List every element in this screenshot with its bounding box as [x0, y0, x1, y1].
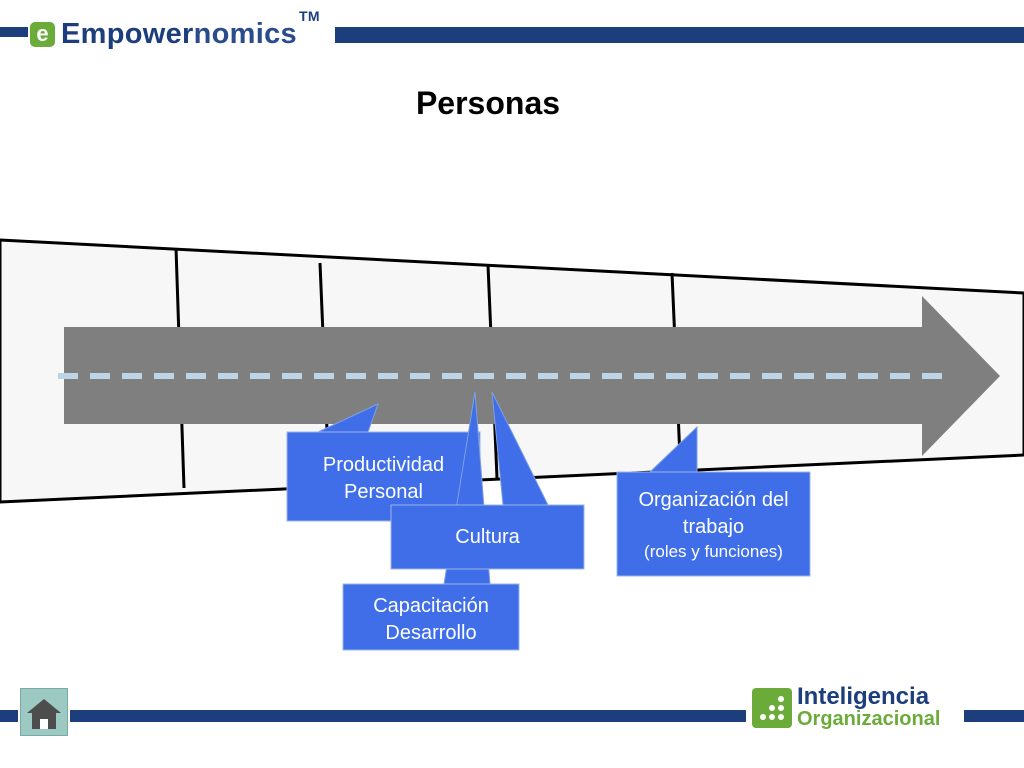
- logo-word-b: nomics: [193, 17, 297, 50]
- home-button[interactable]: [20, 688, 68, 736]
- callout-organizacion: Organización del trabajo (roles y funcio…: [617, 487, 810, 563]
- callout-capacitacion-line2: Desarrollo: [385, 622, 477, 644]
- callout-capacitacion-line1: Capacitación: [373, 595, 489, 617]
- callout-organizacion-line3: (roles y funciones): [644, 542, 783, 561]
- callout-organizacion-line1: Organización del: [638, 489, 789, 511]
- empowernomics-logo: e EmpowernomicsTM: [30, 8, 320, 54]
- footer-bar-right: [964, 710, 1024, 722]
- logo-mark-icon: e: [30, 21, 55, 47]
- header-bar-left: [0, 27, 28, 37]
- callout-cultura-shape: [390, 391, 585, 570]
- logo-word-a: Empower: [61, 17, 194, 50]
- callout-productividad-line2: Personal: [344, 481, 423, 503]
- trademark: TM: [298, 7, 320, 24]
- brand2-line1: Inteligencia: [797, 683, 930, 710]
- callout-capacitacion: Capacitación Desarrollo: [343, 593, 519, 647]
- footer-bar-mid: [70, 710, 746, 722]
- callout-organizacion-shape: [616, 425, 811, 577]
- callout-cultura-line1: Cultura: [455, 526, 520, 548]
- logo-wordmark: EmpowernomicsTM: [61, 8, 320, 51]
- callout-cultura: Cultura: [391, 524, 584, 551]
- callout-organizacion-line2: trabajo: [682, 516, 745, 538]
- callout-productividad-line1: Productividad: [322, 454, 445, 476]
- header-bar-right: [335, 27, 1024, 43]
- brand2-dots-icon: [752, 688, 792, 728]
- brand2-line2: Organizacional: [797, 708, 941, 730]
- callout-productividad: Productividad Personal: [287, 452, 480, 506]
- page-title: Personas: [415, 85, 561, 121]
- inteligencia-organizacional-logo: Inteligencia Organizacional: [752, 683, 941, 730]
- footer-bar-left: [0, 710, 18, 722]
- home-icon: [27, 699, 61, 729]
- arrow-shape: [64, 296, 1000, 456]
